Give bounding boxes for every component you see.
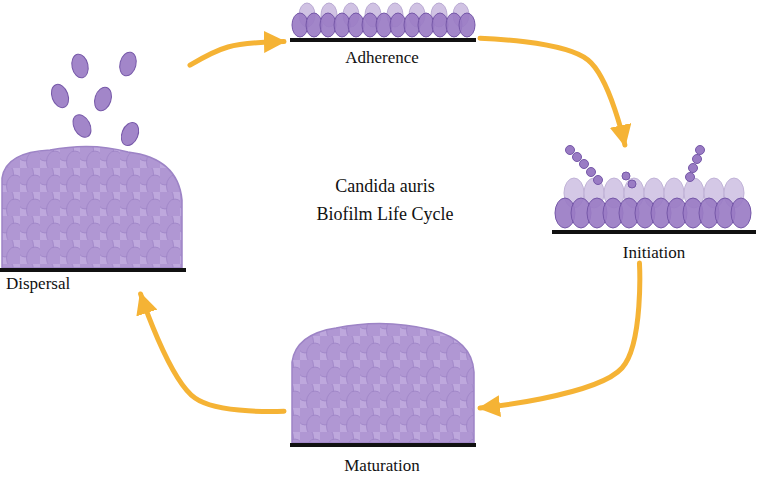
hypha-chain	[566, 146, 705, 189]
stage-label: Maturation	[284, 456, 480, 476]
stage-node: Dispersal	[0, 48, 190, 294]
cycle-arrow	[190, 42, 284, 66]
extracellular-matrix	[292, 323, 474, 443]
cycle-arrow	[480, 263, 640, 408]
stage-label: Dispersal	[0, 274, 190, 294]
dispersed-cell	[70, 53, 91, 80]
cell-mass	[288, 318, 478, 444]
cell-mass	[0, 140, 190, 270]
cycle-arrow	[480, 38, 625, 145]
hypha-segment	[622, 172, 630, 180]
adherence-cells	[290, 3, 476, 42]
hypha-segment	[580, 160, 589, 169]
surface-bar	[290, 443, 476, 447]
hypha-segment	[693, 155, 702, 164]
hypha-segment	[689, 164, 698, 173]
hypha-segment	[587, 168, 596, 177]
hypha-segment	[566, 146, 575, 155]
hypha-segment	[696, 146, 705, 155]
surface-bar	[290, 38, 476, 42]
cycle-arrow	[141, 294, 284, 411]
yeast-cell	[731, 198, 751, 228]
stage-label: Initiation	[550, 243, 758, 263]
hypha-segment	[628, 180, 636, 188]
dispersed-cell	[69, 112, 94, 141]
stage-node: Initiation	[550, 145, 758, 263]
extracellular-matrix	[2, 146, 182, 268]
maturation-biofilm	[288, 318, 478, 447]
dispersed-cell	[48, 82, 71, 110]
stage-label: Adherence	[284, 48, 480, 68]
hypha-segment	[594, 176, 603, 185]
initiation-cells	[552, 146, 756, 235]
stage-node: Adherence	[284, 2, 480, 68]
stage-node: Maturation	[284, 318, 480, 476]
yeast-cell	[459, 13, 475, 37]
diagram-title: Candida auris Biofilm Life Cycle	[310, 172, 460, 228]
dispersed-cell	[117, 50, 138, 77]
dispersal-biofilm	[0, 50, 190, 272]
surface-bar	[0, 268, 186, 272]
hypha-segment	[573, 153, 582, 162]
dispersed-cell	[92, 85, 115, 113]
hypha-segment	[686, 173, 695, 182]
surface-bar	[552, 230, 756, 234]
dispersed-cell	[118, 120, 142, 148]
